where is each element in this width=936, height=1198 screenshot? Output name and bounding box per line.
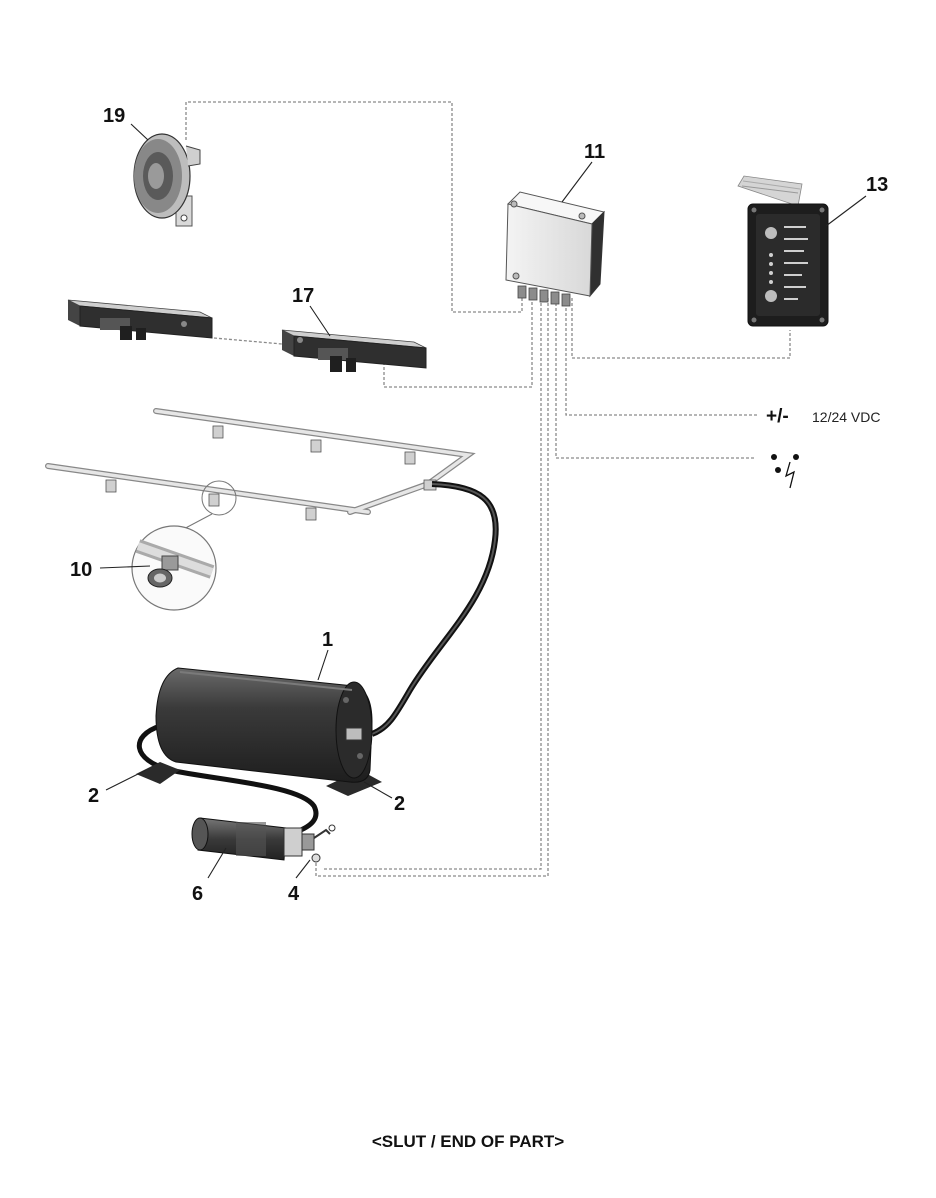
detector-right (281, 329, 427, 372)
wire-detector-link (213, 337, 283, 345)
callout-1: 1 (322, 629, 333, 651)
extinguisher-tank (136, 667, 382, 796)
nozzle-pipe (45, 408, 476, 533)
wire-panel (571, 298, 791, 359)
control-panel (737, 175, 829, 327)
wire-contact (555, 298, 756, 459)
callout-10: 10 (70, 559, 92, 581)
callout-2-left: 2 (88, 785, 99, 807)
wire-detectors (383, 298, 533, 388)
callout-19: 19 (103, 105, 125, 127)
contact-switch-icon (771, 454, 799, 489)
power-symbol: +/- (766, 406, 789, 427)
callout-6: 6 (192, 883, 203, 905)
hose-to-nozzles (370, 481, 499, 737)
callout-4: 4 (288, 883, 300, 905)
wiring (185, 101, 791, 877)
callout-17: 17 (292, 285, 314, 307)
control-unit (505, 191, 605, 307)
nozzle-detail (131, 525, 217, 611)
wire-horn (185, 101, 523, 313)
nozzles (105, 425, 437, 521)
callout-13: 13 (866, 174, 888, 196)
wire-valve-a (315, 298, 549, 877)
callout-11: 11 (584, 141, 605, 163)
callout-2-right: 2 (394, 793, 405, 815)
power-voltage-label: 12/24 VDC (812, 409, 880, 425)
hose-to-bottle (137, 723, 319, 835)
wire-power (565, 298, 758, 416)
gas-bottle (191, 817, 287, 861)
horn (133, 133, 201, 227)
detector-left (67, 299, 213, 340)
hose-highlight (371, 483, 497, 735)
valve (283, 824, 336, 863)
wire-valve-b (322, 298, 542, 870)
leader-lines (99, 123, 867, 879)
end-of-part-label: <SLUT / END OF PART> (371, 1132, 565, 1151)
